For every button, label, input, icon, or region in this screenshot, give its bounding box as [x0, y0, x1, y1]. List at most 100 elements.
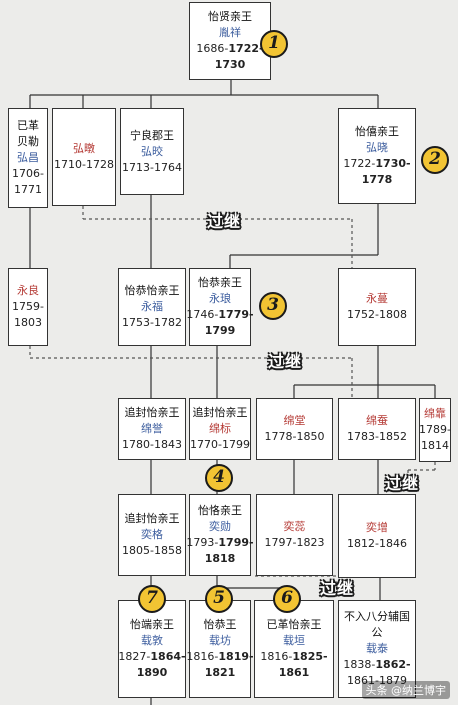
node-zaidun: 怡端亲王 载敦 1827-1864- 1890 — [118, 600, 186, 698]
node-name: 载泰 — [366, 642, 388, 655]
badge-2: 2 — [421, 146, 449, 174]
node-years: 1746-1779- — [186, 308, 254, 321]
node-name: 奕格 — [141, 528, 163, 541]
node-years: 1780-1843 — [122, 438, 182, 451]
transfer-label: 过继 — [207, 212, 242, 231]
node-title: 怡贤亲王 — [208, 10, 252, 23]
node-years: 1722-1730- — [343, 157, 411, 170]
node-years: 1793-1799- — [186, 536, 254, 549]
node-zaiyuan: 已革怡亲王 载垣 1816-1825- 1861 — [254, 600, 334, 698]
node-zaifang: 怡恭王 载坊 1816-1819- 1821 — [186, 600, 254, 698]
node-name: 奕蕊 — [283, 520, 306, 533]
node-yongfu: 怡恭怡亲王 永福 1753-1782 — [118, 268, 186, 346]
node-years-end: 1861 — [278, 666, 310, 679]
node-title: 怡僖亲王 — [355, 125, 399, 138]
node-miancan: 绵蚕 1783-1852 — [338, 398, 416, 460]
node-name: 绵堂 — [283, 414, 306, 427]
node-years-end: 1821 — [204, 666, 236, 679]
node-years: 1816-1819- — [186, 650, 254, 663]
node-years: 1816-1825- — [260, 650, 328, 663]
node-name: 永琅 — [209, 292, 231, 305]
node-years-end: 1771 — [14, 183, 42, 196]
node-years: 1770-1799 — [190, 438, 250, 451]
node-years: 1838-1862- — [343, 658, 411, 671]
node-title: 怡恭王 — [203, 618, 237, 631]
node-name: 奕勋 — [209, 520, 231, 533]
node-years: 1713-1764 — [122, 160, 182, 174]
node-title-line2: 公 — [371, 626, 383, 639]
node-title-line2: 贝勒 — [17, 135, 39, 148]
node-name: 永良 — [17, 284, 39, 297]
node-name: 绵靠 — [424, 407, 446, 420]
node-yirui: 奕蕊 1797-1823 — [256, 494, 333, 576]
node-years-end: 1814 — [421, 439, 449, 452]
node-years: 1805-1858 — [122, 544, 182, 557]
node-name: 载垣 — [283, 634, 305, 647]
node-name: 绵蚕 — [366, 414, 388, 427]
node-miantang: 绵堂 1778-1850 — [256, 398, 333, 460]
transfer-label: 过继 — [268, 352, 303, 371]
node-years: 1686-1722- — [196, 42, 264, 55]
node-hongxiao: 怡僖亲王 弘晓 1722-1730- 1778 — [338, 108, 416, 204]
node-years: 1710-1728 — [54, 158, 114, 171]
node-yonglang: 怡恭亲王 永琅 1746-1779- 1799 — [186, 268, 254, 346]
node-name: 弘晓 — [366, 141, 388, 154]
node-title: 怡恭怡亲王 — [124, 284, 180, 297]
node-name: 绵标 — [209, 422, 231, 435]
node-title: 宁良郡王 — [130, 128, 174, 142]
node-yongliang: 永良 1759- 1803 — [8, 268, 48, 346]
node-mianjing: 绵靠 1789- 1814 — [419, 398, 451, 462]
node-title: 怡端亲王 — [130, 618, 174, 631]
transfer-label: 过继 — [320, 579, 355, 598]
node-title: 已革 — [17, 119, 39, 132]
node-name: 永蔓 — [366, 292, 388, 305]
node-hongdun: 弘暾 1710-1728 — [52, 108, 116, 206]
node-hongchang: 已革 贝勒 弘昌 1706- 1771 — [8, 108, 48, 208]
badge-3: 3 — [259, 292, 287, 320]
node-hongjiao: 宁良郡王 弘晈 1713-1764 — [120, 108, 184, 195]
node-years: 1706- — [12, 167, 44, 180]
node-title: 追封怡亲王 — [124, 512, 180, 525]
badge-6: 6 — [273, 585, 301, 613]
node-years-end: 1803 — [14, 316, 42, 329]
node-yongman: 永蔓 1752-1808 — [338, 268, 416, 346]
node-title: 已革怡亲王 — [266, 618, 322, 631]
node-years-end: 1778 — [361, 173, 393, 186]
badge-1: 1 — [260, 30, 288, 58]
node-years-end: 1818 — [204, 552, 236, 565]
badge-7: 7 — [138, 585, 166, 613]
node-years-end: 1799 — [204, 324, 236, 337]
node-years: 1797-1823 — [264, 536, 325, 549]
node-name: 弘昌 — [17, 151, 39, 164]
node-title: 追封怡亲王 — [124, 406, 180, 419]
node-years-end: 1890 — [136, 666, 168, 679]
node-name: 胤祥 — [219, 26, 241, 39]
node-name: 载坊 — [209, 634, 231, 647]
node-yinxiang: 怡贤亲王 胤祥 1686-1722- 1730 — [189, 2, 271, 80]
node-yizeng: 奕增 1812-1846 — [338, 494, 416, 578]
node-name: 弘晈 — [141, 144, 163, 158]
node-yixun: 怡恪亲王 奕勋 1793-1799- 1818 — [186, 494, 254, 576]
node-years: 1752-1808 — [347, 308, 407, 321]
node-years: 1789- — [419, 423, 451, 436]
node-zaitai: 不入八分辅国 公 载泰 1838-1862- 1861-1879 — [338, 600, 416, 698]
node-years: 1778-1850 — [264, 430, 325, 443]
node-name: 永福 — [141, 300, 163, 313]
node-years: 1812-1846 — [347, 537, 407, 550]
node-name: 载敦 — [141, 634, 163, 647]
transfer-label: 过继 — [385, 474, 420, 493]
badge-4: 4 — [205, 464, 233, 492]
node-years: 1753-1782 — [122, 316, 182, 329]
node-yige: 追封怡亲王 奕格 1805-1858 — [118, 494, 186, 576]
node-years-end: 1730 — [214, 58, 246, 71]
node-title: 怡恪亲王 — [198, 504, 242, 517]
node-name: 弘暾 — [73, 142, 95, 155]
node-years: 1783-1852 — [347, 430, 407, 443]
node-title: 追封怡亲王 — [192, 406, 248, 419]
node-years: 1759- — [12, 300, 44, 313]
watermark: 头条 @纳兰博宇 — [361, 681, 450, 699]
badge-5: 5 — [205, 585, 233, 613]
node-title: 不入八分辅国 — [344, 610, 410, 623]
node-name: 绵誉 — [141, 422, 163, 435]
node-mianbiao: 追封怡亲王 绵标 1770-1799 — [189, 398, 251, 460]
